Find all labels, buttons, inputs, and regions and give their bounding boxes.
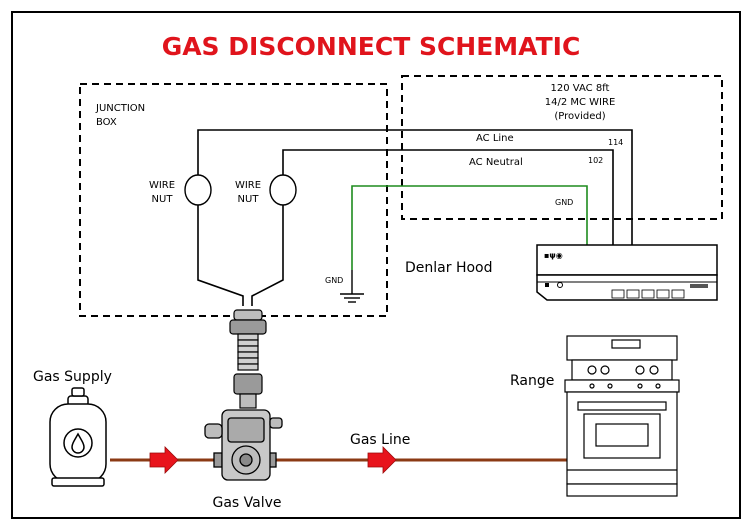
diagram-frame [11,11,741,519]
ground-symbol-icon [340,270,364,303]
hood-gnd-label: GND [555,198,573,207]
junction-box [79,83,388,317]
ac-line-label: AC Line [476,133,514,144]
conduit-fitting [229,309,267,409]
gas-line-label: Gas Line [350,432,410,448]
propane-tank-icon [49,387,107,487]
ground-wire [351,185,588,270]
junction-box-label-line2: BOX [96,117,117,128]
ac-line-number: 114 [608,138,623,147]
wire-nut-right-label2: NUT [238,194,260,205]
left-nut-to-valve-wire [197,205,244,306]
ac-wires [197,129,633,306]
right-nut-to-valve-wire [251,205,284,306]
wire-nut-left-label2: NUT [152,194,174,205]
wire-spec-line2: 14/2 MC WIRE [545,97,616,108]
range-label: Range [510,373,554,389]
hood-controller-icon: ▪ψ◉ [536,244,718,301]
wire-nut-left [184,174,212,206]
flow-arrow-icon [149,446,179,474]
range-stove-icon [564,335,680,497]
ac-neutral-number: 102 [588,156,603,165]
hood-label: Denlar Hood [405,260,493,276]
gas-supply-label: Gas Supply [33,369,112,385]
wire-spec-box [401,75,723,220]
svg-text:▪ψ◉: ▪ψ◉ [544,251,563,260]
ac-line-wire [197,129,633,245]
wire-spec-line3: (Provided) [554,111,605,122]
gas-valve-icon [204,409,283,481]
wire-nut-left-label1: WIRE [149,180,175,191]
flow-arrow-icon [367,446,397,474]
wire-nut-right-label1: WIRE [235,180,261,191]
diagram-title: GAS DISCONNECT SCHEMATIC [162,32,581,61]
junction-gnd-label: GND [325,276,343,285]
wire-spec-line1: 120 VAC 8ft [551,83,610,94]
ac-neutral-label: AC Neutral [469,157,523,168]
junction-box-label-line1: JUNCTION [95,103,145,114]
gas-valve-label: Gas Valve [212,495,281,511]
wire-nut-right [269,174,297,206]
ac-neutral-wire [282,149,614,245]
